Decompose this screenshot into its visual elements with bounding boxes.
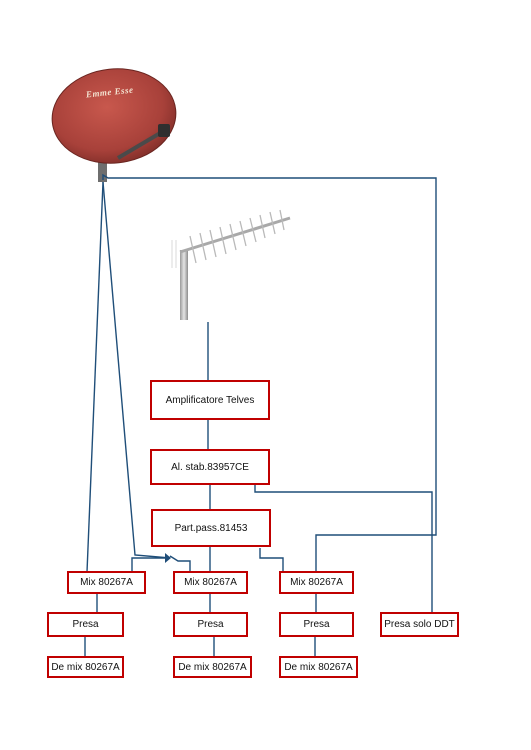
outlet-ddt-box: Presa solo DDT	[380, 612, 459, 637]
wire-dish-mix2-drop	[169, 555, 191, 572]
dish-lnb	[158, 124, 170, 137]
demix-box-3: De mix 80267A	[279, 656, 358, 678]
dish-arm	[116, 130, 164, 160]
satellite-dish-icon: Emme Esse	[51, 68, 177, 182]
dish-mast	[98, 150, 107, 182]
demix-box-1: De mix 80267A	[47, 656, 124, 678]
wire-splitter-mix3	[259, 548, 284, 572]
antenna-reflector	[171, 240, 177, 268]
wire-splitter-mix1	[131, 557, 165, 572]
wire-dish-mix2	[102, 181, 171, 559]
antenna-mast	[180, 250, 188, 320]
antenna-elements	[189, 209, 285, 264]
outlet-box-1: Presa	[47, 612, 124, 637]
wire-dish-mix1	[86, 181, 104, 573]
wiring	[84, 173, 437, 657]
power-supply-box: Al. stab.83957CE	[150, 449, 270, 485]
mix-box-1: Mix 80267A	[67, 571, 146, 594]
arrow-head-icon	[165, 553, 171, 563]
dish-reflector	[51, 68, 177, 164]
amplifier-box: Amplificatore Telves	[150, 380, 270, 420]
outlet-box-2: Presa	[173, 612, 248, 637]
mix-box-2: Mix 80267A	[173, 571, 248, 594]
wire-dish-mix3	[102, 173, 437, 572]
demix-box-2: De mix 80267A	[173, 656, 252, 678]
antenna-boom	[179, 216, 291, 254]
outlet-box-3: Presa	[279, 612, 354, 637]
splitter-box: Part.pass.81453	[151, 509, 271, 547]
terrestrial-antenna-icon	[171, 209, 291, 320]
wire-supply-ddt	[254, 484, 433, 618]
mix-box-3: Mix 80267A	[279, 571, 354, 594]
